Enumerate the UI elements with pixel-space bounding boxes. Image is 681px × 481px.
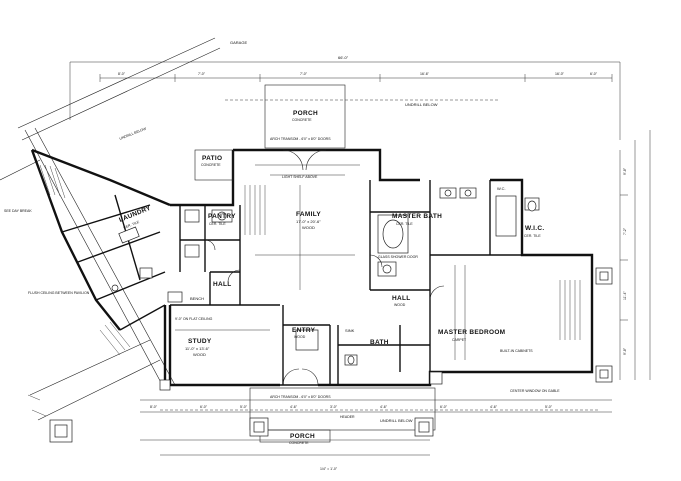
room-entry-name: ENTRY [292, 327, 316, 334]
room-hall-left-name: HALL [213, 281, 232, 288]
room-entry-note: WOOD [294, 335, 306, 339]
door-swings [204, 149, 445, 386]
room-study-size: 11'-0" x 13'-6" [185, 346, 210, 351]
dimension-text-top: 8'-0" 7'-0" 7'-0" 16'-6" 16'-0" 6'-0" [118, 72, 598, 76]
dim-bottom-1: 8'-0" [150, 405, 158, 409]
room-patio-note: CONCRETE [201, 163, 221, 167]
dimension-text-bottom: 8'-0" 6'-0" 5'-0" 4'-6" 3'-0" 4'-6" 6'-0… [150, 405, 553, 409]
left-wing-guides [0, 37, 221, 421]
room-family-size: 17'-0" x 20'-6" [296, 219, 321, 224]
interior-walls [170, 180, 522, 385]
dim-top-4: 16'-6" [420, 72, 430, 76]
room-master-bath-note: CER. TILE [396, 222, 413, 226]
room-master-bedroom-note: CARPET [452, 338, 467, 342]
note-glass-shower: GLASS SHOWER DOOR [378, 255, 418, 259]
room-bath-name: BATH [370, 339, 389, 346]
dimension-text-right: 9'-8" 7'-2" 11'-4" 9'-8" [623, 167, 627, 355]
note-arch-bottom: ARCH TRANSOM - 6'0" x 8'0" DOORS [270, 395, 331, 399]
dim-bottom-6: 4'-6" [380, 405, 388, 409]
dim-right-2: 7'-2" [623, 227, 627, 235]
note-built-in: BUILT-IN CABINETS [500, 349, 533, 353]
annotation-notes: GARAGE 66'-0" UNDRILL BELOW UNDRILL BELO… [4, 40, 560, 423]
dim-top-3: 7'-0" [300, 72, 308, 76]
room-labels: FAMILY 17'-0" x 20'-6" WOOD STUDY 11'-0"… [118, 110, 544, 445]
note-undrill-left: UNDRILL BELOW [119, 126, 148, 141]
room-master-bath-name: MASTER BATH [392, 213, 442, 220]
left-wing-walls [30, 148, 171, 331]
note-see-day: SEE DAY BREAK [4, 209, 32, 213]
porch-outlines [160, 84, 600, 443]
fixtures [111, 187, 540, 366]
room-laundry-note: CER. TILE [123, 220, 141, 230]
scale-label: 1/4" = 1'-0" [320, 467, 338, 471]
room-patio-name: PATIO [202, 155, 222, 162]
room-wc-name: W.C. [497, 186, 506, 191]
dim-top-2: 7'-0" [198, 72, 206, 76]
note-undrill-top: UNDRILL BELOW [405, 102, 438, 107]
columns [49, 267, 613, 443]
room-study-name: STUDY [188, 338, 212, 345]
room-pantry-name: PANTRY [208, 213, 236, 220]
room-porch-bottom-name: PORCH [290, 433, 315, 440]
room-hall-note: WOOD [394, 303, 406, 307]
dim-bottom-5: 3'-0" [330, 405, 338, 409]
dim-bottom-8: 4'-6" [490, 405, 498, 409]
room-family-note: WOOD [302, 225, 315, 230]
cabinet-hatching [27, 164, 581, 417]
dim-top-5: 16'-0" [555, 72, 565, 76]
note-undrill-bottom: UNDRILL BELOW [380, 418, 413, 423]
dim-bottom-9: 5'-0" [545, 405, 553, 409]
dim-top-1: 8'-0" [118, 72, 126, 76]
room-bench-name: BENCH [190, 296, 204, 301]
room-study-note: WOOD [193, 352, 206, 357]
dim-right-1: 9'-8" [623, 167, 627, 175]
dim-right-3: 11'-4" [623, 291, 627, 300]
dim-bottom-4: 4'-6" [290, 405, 298, 409]
note-arch-top: ARCH TRANSOM - 6'0" x 8'0" DOORS [270, 137, 331, 141]
note-ceiling: 9'-0" ON FLAT CEILING [175, 317, 213, 321]
dim-right-4: 9'-8" [623, 347, 627, 355]
room-pantry-note: CER. TILE [209, 222, 226, 226]
note-header: HEADER [340, 415, 355, 419]
dim-bottom-3: 5'-0" [240, 405, 248, 409]
dim-bottom-7: 6'-0" [440, 405, 448, 409]
room-porch-bottom-note: CONCRETE [289, 441, 309, 445]
note-light-shelf: LIGHT SHELF ABOVE [282, 175, 318, 179]
overall-width: 66'-0" [338, 55, 349, 60]
room-hall-name: HALL [392, 295, 411, 302]
note-center-window: CENTER WINDOW ON GABLE [510, 389, 560, 393]
room-porch-top-note: CONCRETE [292, 118, 312, 122]
dim-bottom-2: 6'-0" [200, 405, 208, 409]
dim-top-6: 6'-0" [590, 72, 598, 76]
dimension-lines [69, 61, 651, 456]
room-wic-note: CER. TILE [524, 234, 541, 238]
room-master-bedroom-name: MASTER BEDROOM [438, 329, 505, 336]
room-porch-top-name: PORCH [293, 110, 318, 117]
room-family-name: FAMILY [296, 211, 321, 218]
room-dimension-lines [175, 164, 466, 360]
north-label: GARAGE [230, 40, 247, 45]
room-sink-name: SINK [345, 328, 355, 333]
note-pavilion: FLUSH CEILING BETWEEN PAVILION [28, 291, 90, 295]
room-wic-name: W.I.C. [525, 225, 545, 232]
